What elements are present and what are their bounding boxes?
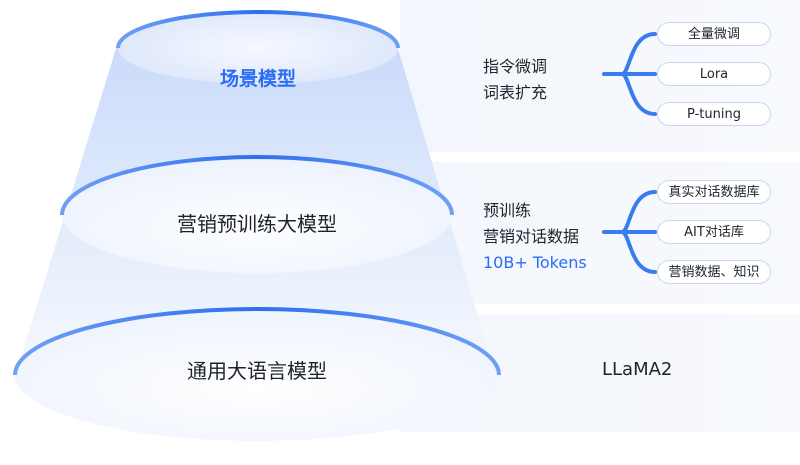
pretrain-branch [602,190,657,274]
pretrain-tag-real-dialogue-db: 真实对话数据库 [657,180,771,204]
scene-tag-full-finetune: 全量微调 [657,22,771,46]
general-model-disk [15,309,499,441]
pretrain-tag-marketing-knowledge: 营销数据、知识 [657,260,771,284]
general-model-title: 通用大语言模型 [187,359,327,383]
general-model-ring [13,307,501,376]
pretrain-model-title: 营销预训练大模型 [177,212,337,236]
scene-branch [602,32,657,116]
scene-tag-p-tuning: P-tuning [657,102,771,126]
pretrain-desc-line: 预训练 [483,201,532,220]
scene-model-ring [116,10,400,49]
pretrain-desc-line: 营销对话数据 [483,227,580,246]
pretrain-token-count: 10B+ Tokens [483,253,587,272]
pretrain-tag-ait-dialogue-db: AIT对话库 [657,220,771,244]
scene-desc-line: 指令微调 [483,57,548,76]
scene-desc-line: 词表扩充 [483,83,548,102]
general-model-description: LLaMA2 [602,359,673,380]
pretrain-model-disk [62,157,452,273]
scene-model-description: 指令微调 词表扩充 [483,54,547,106]
scene-model-disk [118,12,398,84]
pretrain-model-description: 预训练 营销对话数据 10B+ Tokens [483,198,587,276]
scene-tag-lora: Lora [657,62,771,86]
pretrain-model-ring [60,155,454,216]
scene-model-title: 场景模型 [219,68,297,90]
